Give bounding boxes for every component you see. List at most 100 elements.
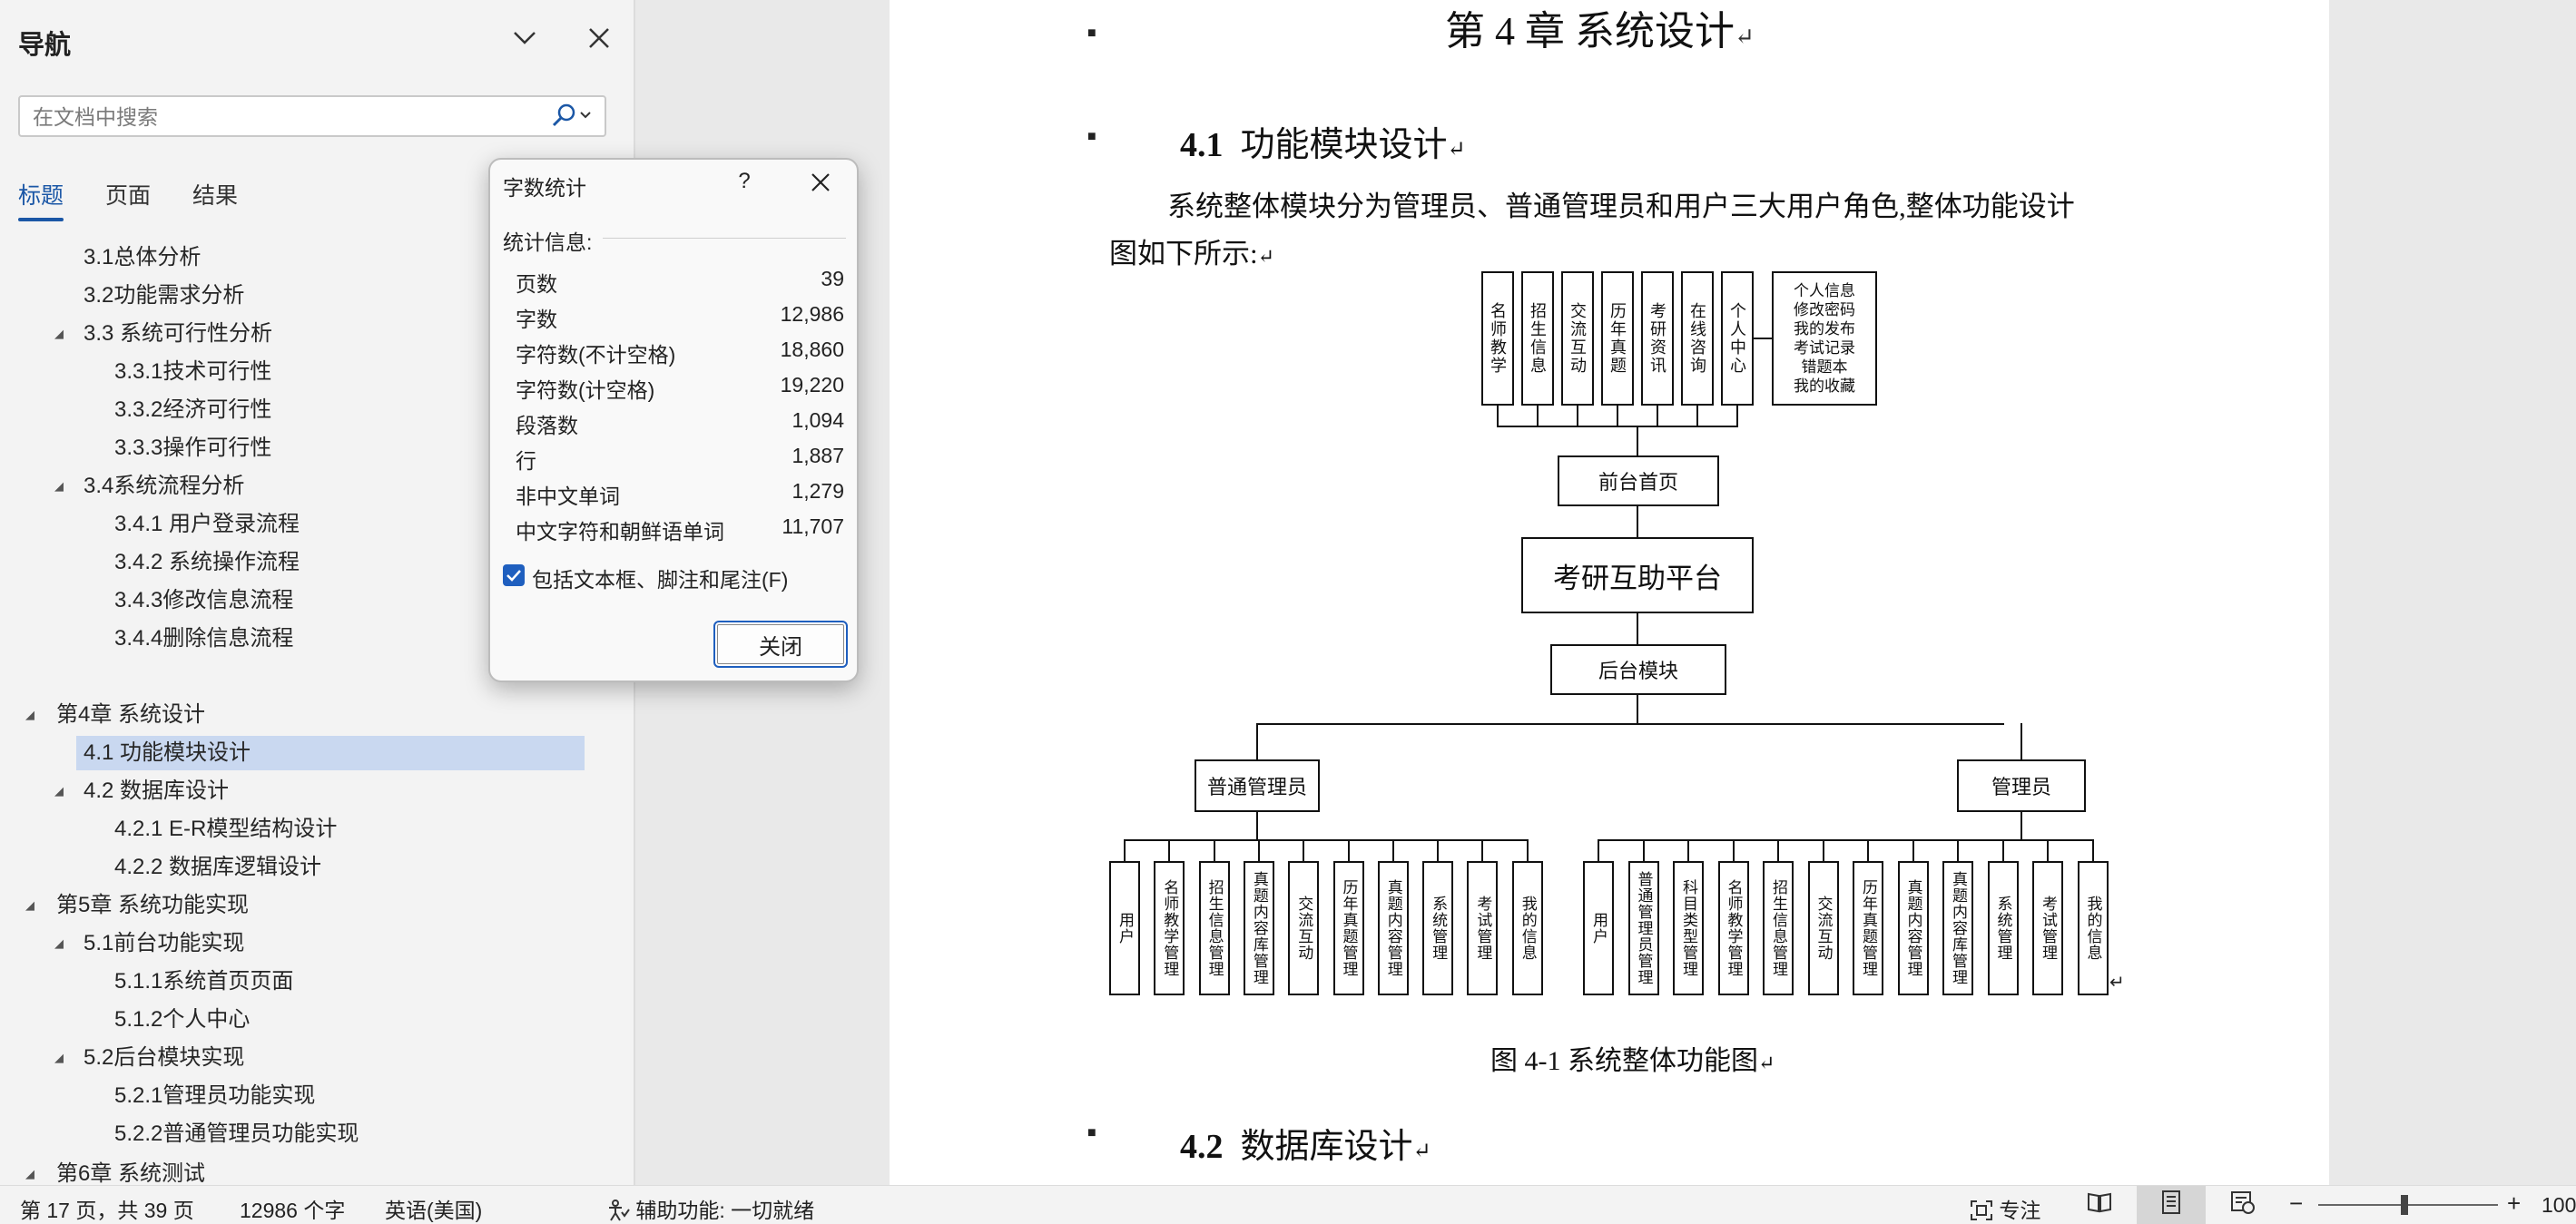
- nav-heading-item[interactable]: 3.4.1 用户登录流程: [114, 512, 300, 536]
- zoom-level[interactable]: 100: [2542, 1193, 2576, 1217]
- diagram-connector: [1696, 406, 1698, 426]
- diagram-connector: [1822, 839, 1824, 861]
- diagram-connector: [1391, 839, 1394, 861]
- nav-options-button[interactable]: [506, 22, 543, 58]
- nav-heading-item[interactable]: ◢3.3 系统可行性分析: [54, 317, 599, 351]
- nav-heading-item[interactable]: ◢第5章 系统功能实现: [25, 888, 570, 923]
- expand-triangle-icon[interactable]: ◢: [54, 1051, 64, 1064]
- zoom-slider[interactable]: [2318, 1204, 2498, 1206]
- nav-heading-item[interactable]: 4.2.1 E-R模型结构设计: [114, 817, 338, 841]
- diagram-box: 历年真题: [1601, 271, 1634, 406]
- include-textbox-checkbox[interactable]: [503, 564, 525, 586]
- web-layout-button[interactable]: [2229, 1190, 2262, 1220]
- diagram-box-backend: 后台模块: [1550, 644, 1726, 695]
- diagram-connector: [2091, 839, 2094, 861]
- language-indicator[interactable]: 英语(美国): [385, 1199, 483, 1222]
- diagram-box: 交流互动: [1561, 271, 1594, 406]
- diagram-connector: [1124, 839, 1527, 841]
- expand-triangle-icon[interactable]: ◢: [54, 327, 64, 340]
- nav-heading-item[interactable]: 3.3.1技术可行性: [114, 359, 272, 384]
- nav-close-button[interactable]: [581, 22, 617, 58]
- zoom-out-button[interactable]: −: [2289, 1190, 2304, 1217]
- diagram-box: 我的信息: [1511, 861, 1543, 995]
- diagram-connector: [1598, 839, 2093, 841]
- nav-heading-item[interactable]: 3.4.2 系统操作流程: [114, 550, 300, 574]
- diagram-box: 考试管理: [2032, 861, 2063, 995]
- nav-heading-item[interactable]: ◢5.1前台功能实现: [54, 926, 599, 961]
- personal-center-items-box: 个人信息 修改密码 我的发布 考试记录 错题本 我的收藏: [1772, 271, 1877, 406]
- book-icon: [2086, 1192, 2113, 1219]
- nav-heading-item[interactable]: 5.2.2普通管理员功能实现: [114, 1121, 359, 1146]
- nav-heading-item[interactable]: 5.2.1管理员功能实现: [114, 1083, 316, 1108]
- help-icon: ?: [738, 169, 751, 193]
- diagram-connector: [1537, 406, 1539, 426]
- diagram-connector: [1657, 406, 1658, 426]
- diagram-connector: [1256, 723, 2004, 725]
- accessibility-indicator[interactable]: 辅助功能: 一切就绪: [606, 1193, 814, 1224]
- diagram-box: 普通管理员管理: [1627, 861, 1659, 995]
- diagram-box: 历年真题管理: [1853, 861, 1883, 995]
- focus-mode-button[interactable]: 专注: [1970, 1193, 2040, 1224]
- zoom-in-button[interactable]: +: [2507, 1190, 2522, 1217]
- section-divider: [603, 238, 846, 239]
- nav-heading-item[interactable]: 3.3.3操作可行性: [114, 436, 272, 460]
- web-page-icon: [2229, 1191, 2256, 1219]
- close-icon: [811, 172, 831, 197]
- diagram-connector: [1867, 839, 1869, 861]
- expand-triangle-icon[interactable]: ◢: [54, 936, 64, 950]
- expand-triangle-icon[interactable]: ◢: [25, 898, 34, 912]
- nav-heading-item[interactable]: ◢3.4系统流程分析: [54, 469, 599, 504]
- diagram-connector: [1912, 839, 1914, 861]
- nav-heading-item-selected[interactable]: 4.1 功能模块设计: [76, 736, 585, 770]
- nav-heading-item[interactable]: ◢4.2 数据库设计: [54, 774, 599, 808]
- expand-triangle-icon[interactable]: ◢: [54, 784, 64, 798]
- expand-triangle-icon[interactable]: ◢: [25, 708, 34, 721]
- nav-heading-item[interactable]: ◢5.2后台模块实现: [54, 1041, 599, 1075]
- nav-heading-item[interactable]: 5.1.2个人中心: [114, 1007, 251, 1032]
- diagram-connector: [1617, 406, 1618, 426]
- expand-triangle-icon[interactable]: ◢: [25, 1167, 34, 1180]
- body-paragraph: 系统整体模块分为管理员、普通管理员和用户三大用户角色,整体功能设计: [1167, 191, 2075, 222]
- diagram-connector: [2020, 723, 2022, 759]
- status-bar: 第 17 页，共 39 页 12986 个字 英语(美国) 辅助功能: 一切就绪…: [0, 1185, 2576, 1224]
- stats-section-label: 统计信息:: [503, 230, 593, 254]
- diagram-box: 系统管理: [1422, 861, 1454, 995]
- nav-heading-item[interactable]: 3.4.4删除信息流程: [114, 626, 294, 651]
- stat-row-chars-no-spaces: 字符数(不计空格)18,860: [516, 338, 844, 367]
- diagram-connector: [1598, 839, 1599, 861]
- nav-heading-item[interactable]: ◢第4章 系统设计: [25, 698, 570, 732]
- read-mode-button[interactable]: [2086, 1190, 2119, 1220]
- nav-heading-item[interactable]: 5.1.1系统首页页面: [114, 969, 294, 994]
- paragraph-mark: ↵: [2109, 973, 2125, 993]
- nav-heading-item[interactable]: ◢第6章 系统测试: [25, 1157, 570, 1185]
- search-button[interactable]: [546, 103, 597, 132]
- close-icon: [588, 27, 610, 54]
- word-count-indicator[interactable]: 12986 个字: [240, 1199, 346, 1222]
- diagram-connector: [1124, 839, 1126, 861]
- search-input[interactable]: [31, 103, 543, 132]
- search-icon: [550, 102, 594, 133]
- tab-headings[interactable]: 标题: [18, 183, 64, 209]
- tab-results[interactable]: 结果: [192, 183, 239, 209]
- diagram-connector: [1168, 839, 1171, 861]
- zoom-slider-thumb[interactable]: [2401, 1195, 2408, 1215]
- diagram-box: 考试管理: [1467, 861, 1499, 995]
- dialog-close-x-button[interactable]: [802, 169, 839, 200]
- tab-pages[interactable]: 页面: [105, 183, 152, 209]
- page-indicator[interactable]: 第 17 页，共 39 页: [20, 1199, 194, 1222]
- close-button[interactable]: 关闭: [713, 621, 848, 668]
- diagram-connector: [1642, 839, 1645, 861]
- nav-heading-item[interactable]: 3.1总体分析: [84, 245, 202, 269]
- diagram-connector: [1497, 406, 1499, 426]
- expand-triangle-icon[interactable]: ◢: [54, 479, 64, 493]
- section-heading: 4.1 功能模块设计↵: [1180, 126, 1466, 164]
- print-layout-button[interactable]: [2137, 1186, 2206, 1224]
- nav-heading-item[interactable]: 4.2.2 数据库逻辑设计: [114, 855, 322, 879]
- nav-heading-item[interactable]: 3.4.3修改信息流程: [114, 588, 294, 612]
- help-button[interactable]: ?: [726, 169, 762, 200]
- tab-underline: [18, 218, 64, 221]
- document-page[interactable]: ■ ■ ■ 第 4 章 系统设计↵ 4.1 功能模块设计↵ 系统整体模块分为管理…: [890, 0, 2329, 1185]
- nav-heading-item[interactable]: 3.3.2经济可行性: [114, 397, 272, 422]
- nav-heading-item[interactable]: 3.2功能需求分析: [84, 283, 245, 308]
